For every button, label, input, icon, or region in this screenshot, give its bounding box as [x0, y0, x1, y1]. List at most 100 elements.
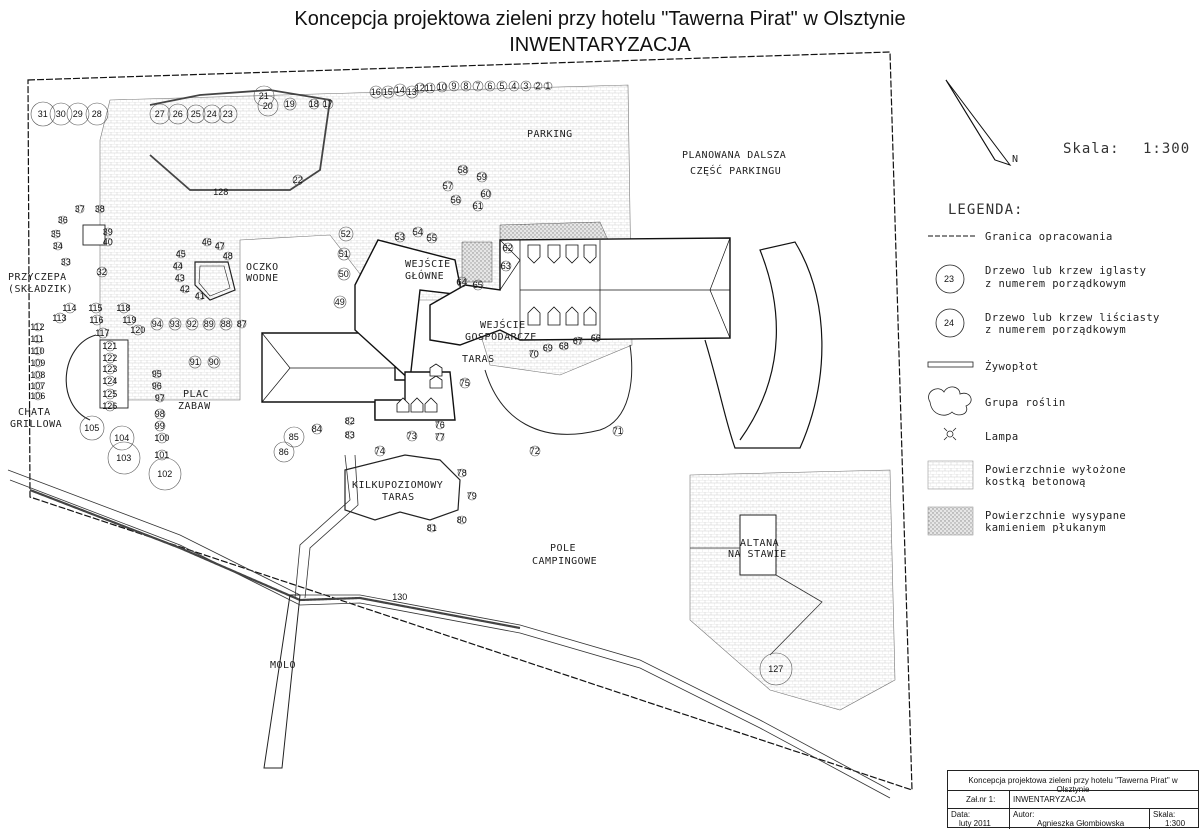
- tree-number: 126: [102, 401, 117, 411]
- tree-number: 123: [102, 364, 117, 374]
- tree-marker: [338, 226, 354, 242]
- legend-sample-lamp-icon: [943, 427, 957, 441]
- label-north: N: [1012, 154, 1019, 165]
- tree-number: 58: [458, 165, 468, 175]
- multilevel-terrace: [344, 454, 461, 521]
- trailer: [82, 224, 106, 246]
- tree-marker: [149, 103, 171, 125]
- tree-number: 68: [559, 341, 569, 351]
- tree-number: 122: [102, 353, 117, 363]
- tree-marker: [337, 267, 351, 281]
- tree-marker: [467, 491, 477, 501]
- tree-marker: [33, 358, 43, 368]
- tree-number: 32: [97, 267, 107, 277]
- tree-marker: [472, 80, 484, 92]
- tree-number: 95: [152, 369, 162, 379]
- title-block: Koncepcja projektowa zieleni przy hotelu…: [0, 6, 1200, 58]
- terrace-south: [484, 344, 633, 435]
- pond-inner: [198, 265, 231, 297]
- stamp-date-label: Data:: [951, 810, 971, 819]
- tree-marker: [374, 445, 386, 457]
- tree-marker: [406, 430, 418, 442]
- tree-number: 11: [425, 83, 434, 93]
- tree-marker: [85, 102, 109, 126]
- tree-marker: [459, 377, 471, 389]
- tree-marker: [104, 388, 116, 400]
- legend-item-7a: Powierzchnie wyłożone: [985, 464, 1126, 476]
- tree-number: 65: [473, 280, 483, 290]
- tree-number: 124: [102, 376, 117, 386]
- label-trailer-1: PRZYCZEPA: [8, 272, 67, 283]
- tree-number: 54: [413, 227, 423, 237]
- legend-sample-deciduous: [935, 308, 965, 338]
- tree-number: 46: [202, 237, 212, 247]
- tree-marker: [176, 249, 186, 259]
- gazebo-path-right: [769, 574, 823, 656]
- legend-sample-conifer-num: 23: [944, 274, 954, 284]
- label-grill-2: GRILLOWA: [10, 419, 62, 430]
- stamp-scale-value: 1:300: [1165, 819, 1186, 828]
- north-arrow-line: [945, 79, 996, 161]
- legend-item-4: Żywopłot: [985, 360, 1039, 373]
- legend-item-8a: Powierzchnie wysypane: [985, 510, 1126, 522]
- tree-number: 91: [190, 357, 200, 367]
- tree-marker: [394, 231, 406, 243]
- tree-number: 100: [154, 433, 169, 443]
- tree-number: 82: [345, 416, 355, 426]
- label-planned-1: PLANOWANA DALSZA: [682, 150, 786, 161]
- stamp-title-row: Koncepcja projektowa zieleni przy hotelu…: [948, 771, 1198, 794]
- tree-number: 33: [61, 257, 71, 267]
- tree-marker: [405, 85, 419, 99]
- tree-marker: [337, 247, 351, 261]
- tree-marker: [104, 352, 116, 364]
- tree-marker: [152, 381, 162, 391]
- tree-marker: [33, 346, 43, 356]
- tree-number: 27: [155, 109, 165, 119]
- tree-marker: [237, 319, 247, 329]
- stamp-author-cell: Autor: Agnieszka Głombiowska: [1010, 809, 1150, 829]
- tree-marker: [472, 279, 484, 291]
- tree-number: 110: [30, 346, 44, 356]
- stamp-title: Koncepcja projektowa zieleni przy hotelu…: [968, 776, 1178, 794]
- tree-marker: [104, 340, 116, 352]
- tree-number: 103: [116, 453, 131, 463]
- legend-item-2b: z numerem porządkowym: [985, 278, 1126, 290]
- label-parking: PARKING: [527, 129, 573, 140]
- tree-number: 29: [73, 109, 83, 119]
- tree-number: 57: [443, 181, 453, 191]
- tree-number: 71: [613, 426, 623, 436]
- tree-number: 19: [285, 99, 295, 109]
- tree-marker: [202, 104, 222, 124]
- tree-number: 92: [187, 319, 197, 329]
- tree-number: 38: [95, 204, 105, 214]
- tree-number: 59: [477, 172, 487, 182]
- tree-marker: [543, 81, 553, 91]
- stamp-zal-label: Zał.nr 1:: [948, 791, 1010, 808]
- tree-number: 128: [213, 187, 228, 197]
- tree-number: 101: [154, 450, 169, 460]
- stamp-info-row: Data: luty 2011 Autor: Agnieszka Głombio…: [948, 809, 1198, 829]
- label-entrance-main-1: WEJŚCIE: [405, 257, 451, 270]
- tree-number: 9: [451, 81, 456, 91]
- tree-marker: [529, 349, 539, 359]
- legend-item-2a: Drzewo lub krzew iglasty: [985, 265, 1146, 277]
- tree-number: 12: [415, 83, 425, 93]
- hotel-building: [261, 237, 731, 421]
- planned-parking-outline: [704, 241, 823, 449]
- tree-marker: [500, 260, 512, 272]
- tree-number: 90: [209, 357, 219, 367]
- tree-marker: [33, 370, 43, 380]
- tree-number: 87: [237, 319, 247, 329]
- tree-marker: [426, 232, 438, 244]
- tree-marker: [559, 341, 569, 351]
- tree-number: 24: [207, 109, 217, 119]
- tree-number: 116: [89, 315, 103, 325]
- tree-number: 18: [309, 99, 319, 109]
- page-title: Koncepcja projektowa zieleni przy hotelu…: [294, 8, 906, 30]
- tree-number: 23: [223, 109, 233, 119]
- tree-number: 66: [591, 333, 601, 343]
- tree-number: 118: [116, 303, 130, 313]
- scale-value: 1:300: [1143, 141, 1190, 157]
- tree-number: 97: [155, 393, 165, 403]
- paved-camping: [689, 469, 896, 711]
